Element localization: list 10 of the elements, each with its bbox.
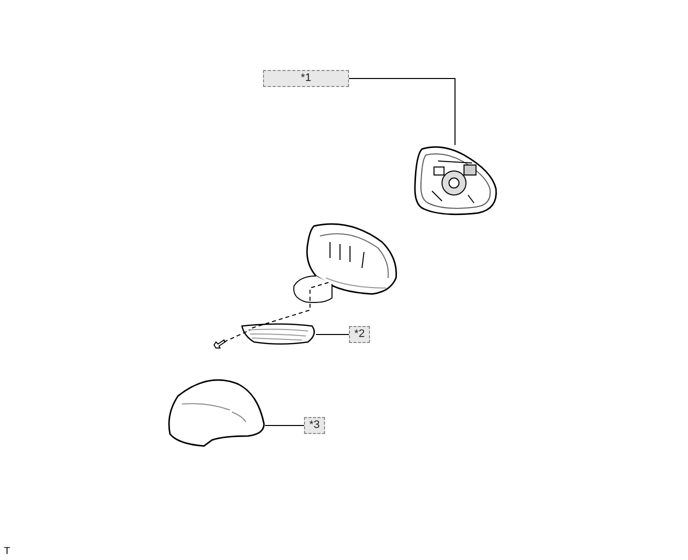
callout-number: *2: [349, 326, 370, 343]
leader-line: [264, 425, 304, 426]
leader-line: [316, 334, 350, 335]
turn-signal-lamp-drawing: [240, 322, 316, 344]
callout-number: *3: [304, 417, 325, 434]
leader-line: [348, 78, 456, 146]
callout-number: *1: [263, 70, 349, 87]
mirror-glass-drawing: [412, 145, 498, 215]
mirror-cover-drawing: [168, 378, 265, 446]
figure-code: T: [4, 546, 10, 557]
